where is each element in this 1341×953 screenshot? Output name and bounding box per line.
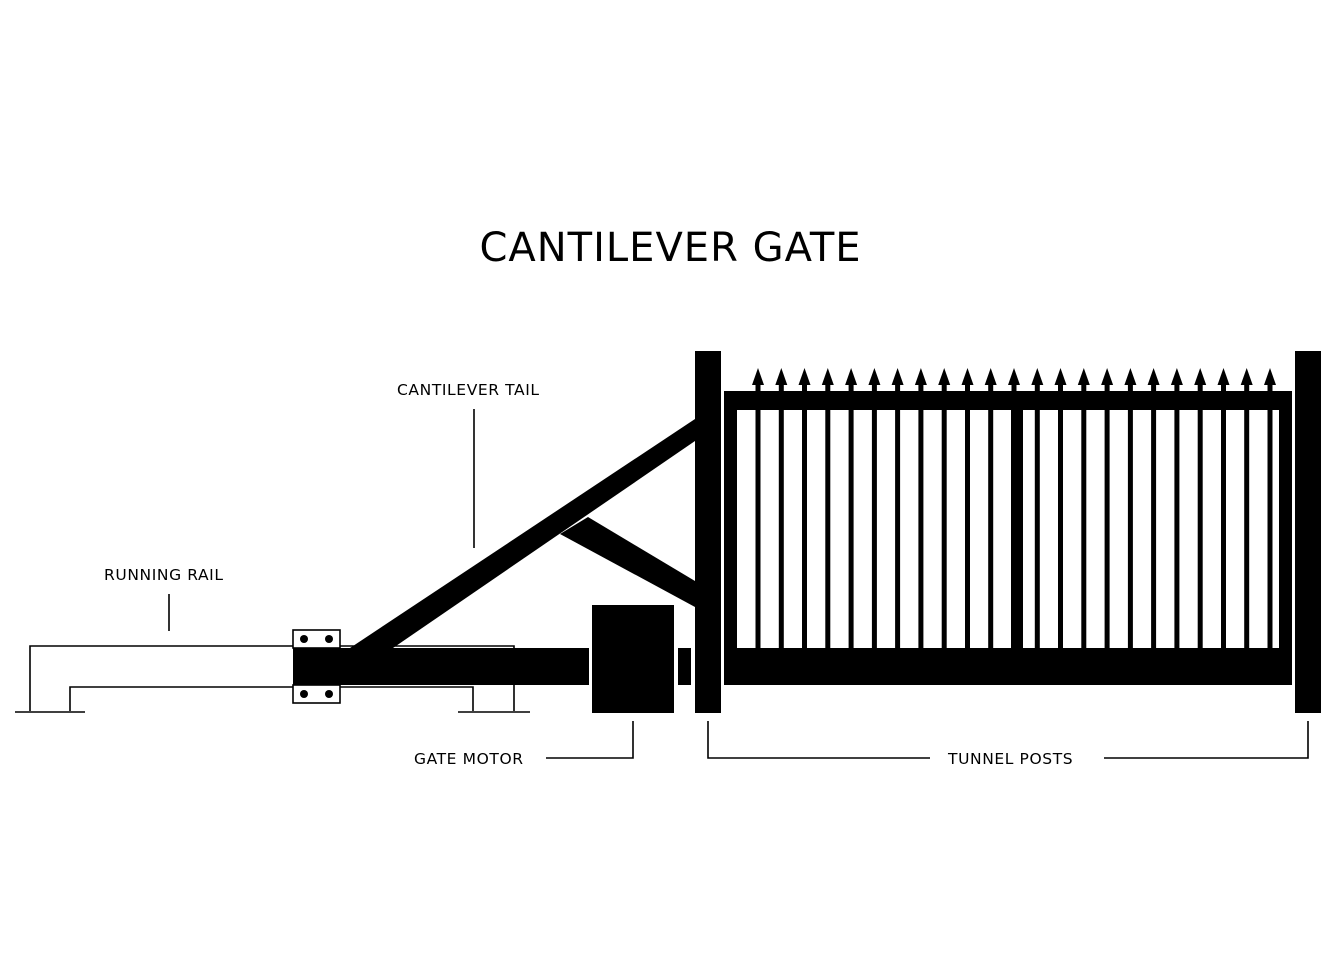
diagram-title: CANTILEVER GATE bbox=[479, 225, 862, 271]
gate-frame bbox=[724, 391, 1292, 685]
picket-spear-tip bbox=[938, 368, 951, 385]
tunnel-post-right bbox=[1295, 351, 1321, 713]
gate-picket bbox=[1058, 384, 1063, 650]
picket-spear-tip bbox=[961, 368, 974, 385]
label-gate-motor: GATE MOTOR bbox=[414, 750, 524, 768]
picket-spear-tip bbox=[1170, 368, 1183, 385]
picket-spear-tip bbox=[868, 368, 881, 385]
gate-picket bbox=[988, 384, 994, 650]
motor-coupler bbox=[678, 648, 691, 685]
picket-spear-tip bbox=[752, 368, 764, 385]
gate-picket bbox=[941, 384, 947, 650]
picket-spear-tip bbox=[1147, 368, 1160, 385]
bottom-beam bbox=[293, 648, 589, 685]
gate-picket bbox=[965, 384, 970, 650]
gate-picket bbox=[1081, 384, 1087, 650]
leader-lines bbox=[168, 409, 1309, 759]
roller-bracket-top bbox=[292, 629, 341, 649]
gate-picket bbox=[825, 384, 831, 650]
leader-gate-motor bbox=[546, 721, 634, 759]
picket-spear-tip bbox=[1240, 368, 1253, 385]
gate-picket bbox=[918, 384, 924, 650]
gate-picket bbox=[755, 384, 761, 650]
picket-spear-tip bbox=[821, 368, 834, 385]
gate-picket bbox=[1244, 384, 1250, 650]
gate-picket bbox=[1221, 384, 1226, 650]
picket-spear-tip bbox=[1264, 368, 1276, 385]
gate-picket bbox=[1011, 384, 1017, 650]
label-cantilever-tail: CANTILEVER TAIL bbox=[397, 381, 540, 399]
picket-spear-tip bbox=[1077, 368, 1090, 385]
tail-brace bbox=[560, 517, 695, 607]
gate-motor-body bbox=[592, 605, 674, 713]
gate-picket bbox=[1104, 384, 1110, 650]
gate-picket bbox=[1267, 384, 1273, 650]
picket-spear-tip bbox=[1217, 368, 1230, 385]
picket-spear-tip bbox=[914, 368, 927, 385]
gate-pickets bbox=[752, 368, 1276, 650]
gate-picket bbox=[848, 384, 854, 650]
picket-spear-tip bbox=[1031, 368, 1044, 385]
leader-tunnel-posts-right bbox=[1104, 721, 1309, 759]
picket-spear-tip bbox=[1008, 368, 1020, 385]
tunnel-post-left bbox=[695, 351, 721, 713]
roller-bracket-bottom bbox=[292, 684, 341, 704]
picket-spear-tip bbox=[798, 368, 811, 385]
picket-spear-tip bbox=[775, 368, 788, 385]
gate-picket bbox=[1174, 384, 1180, 650]
gate-picket bbox=[1034, 384, 1040, 650]
gate-picket bbox=[778, 384, 784, 650]
gate-picket bbox=[1151, 384, 1157, 650]
gate-picket bbox=[1197, 384, 1203, 650]
gate-picket bbox=[895, 384, 901, 650]
tail-main-diagonal bbox=[350, 419, 695, 648]
picket-spear-tip bbox=[1054, 368, 1067, 385]
leader-tunnel-posts-left bbox=[707, 721, 930, 759]
gate-picket bbox=[871, 384, 877, 650]
picket-spear-tip bbox=[891, 368, 904, 385]
picket-spear-tip bbox=[1101, 368, 1114, 385]
label-running-rail: RUNNING RAIL bbox=[104, 566, 224, 584]
picket-spear-tip bbox=[1124, 368, 1137, 385]
gate-picket bbox=[802, 384, 807, 650]
label-tunnel-posts: TUNNEL POSTS bbox=[948, 750, 1074, 768]
picket-spear-tip bbox=[845, 368, 858, 385]
picket-spear-tip bbox=[984, 368, 997, 385]
picket-spear-tip bbox=[1194, 368, 1207, 385]
gate-picket bbox=[1127, 384, 1133, 650]
